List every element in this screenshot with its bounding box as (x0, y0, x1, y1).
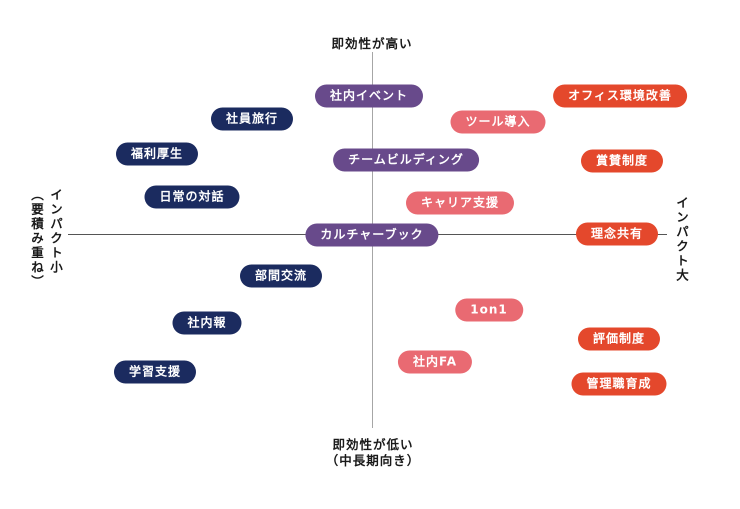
chart-pill: 社内イベント (314, 84, 424, 108)
chart-pill: 福利厚生 (115, 142, 199, 166)
chart-pill: 管理職育成 (571, 372, 667, 396)
chart-pill: オフィス環境改善 (553, 84, 687, 108)
axis-label-top: 即効性が高い (331, 36, 413, 51)
axis-label-bottom-line1: 即効性が低い (332, 437, 414, 452)
axis-label-left: インパクト小 （要積み重ね） (27, 188, 65, 290)
chart-pill: 1on1 (455, 298, 523, 322)
chart-pill: 評価制度 (577, 327, 661, 351)
axis-label-left-col2: （要積み重ね） (29, 188, 44, 290)
axis-label-right: インパクト大 (674, 196, 689, 283)
chart-pill: チームビルディング (333, 148, 479, 172)
axis-label-left-col1: インパクト小 (48, 188, 63, 275)
chart-pill: 学習支援 (113, 360, 197, 384)
chart-pill: 社内FA (397, 350, 473, 374)
chart-pill: ツール導入 (450, 110, 546, 134)
axis-label-bottom: 即効性が低い （中長期向き） (326, 437, 421, 469)
chart-pill: 社内報 (172, 311, 242, 335)
axis-label-bottom-line2: （中長期向き） (325, 453, 421, 468)
chart-pill: 理念共有 (575, 222, 659, 246)
chart-pill: 部間交流 (239, 264, 323, 288)
chart-pill: カルチャーブック (305, 223, 439, 247)
chart-pill: 賞賛制度 (580, 149, 664, 173)
chart-pill: キャリア支援 (405, 191, 515, 215)
chart-pill: 社員旅行 (210, 107, 294, 131)
chart-pill: 日常の対話 (144, 185, 240, 209)
